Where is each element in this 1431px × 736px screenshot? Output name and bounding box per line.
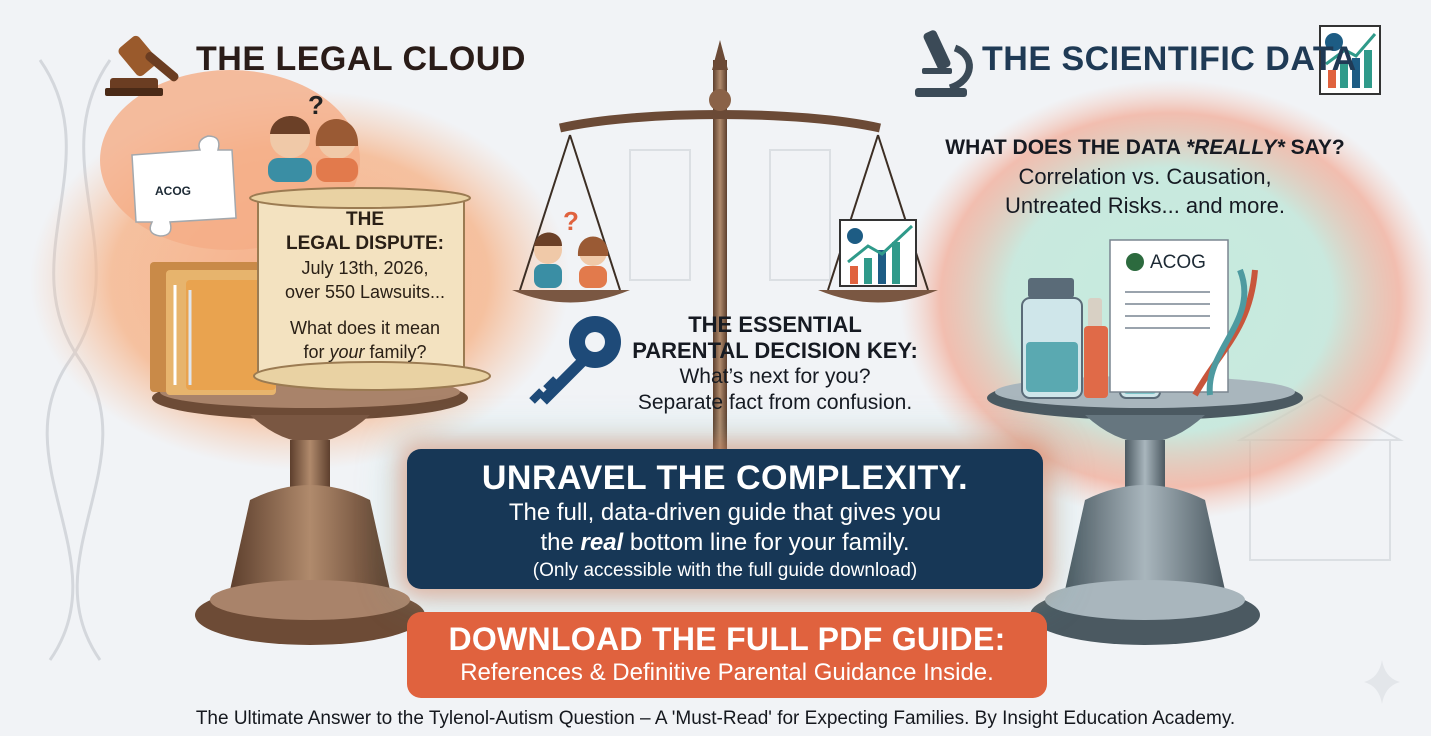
document-icon — [1109, 239, 1229, 393]
sci-question-prefix: WHAT DOES THE DATA — [945, 136, 1186, 159]
scroll-line-2: over 550 Lawsuits... — [284, 282, 446, 302]
scroll-question-2: for your family? — [270, 340, 460, 364]
scroll-heading-1: THE — [346, 209, 384, 230]
download-heading: DOWNLOAD THE FULL PDF GUIDE: — [448, 621, 1006, 657]
chart-icon — [1319, 25, 1381, 95]
key-icon — [529, 316, 621, 405]
key-line-1: What’s next for you? — [679, 365, 871, 388]
key-heading-1: THE ESSENTIAL — [688, 312, 862, 337]
folders-icon — [150, 262, 276, 395]
microscope-icon — [915, 30, 973, 97]
scroll-icon — [249, 187, 491, 391]
document-acog-label: ACOG — [1150, 252, 1206, 273]
gavel-icon — [105, 35, 179, 96]
sci-question-em: *REALLY* — [1185, 136, 1285, 159]
download-guide-button[interactable]: DOWNLOAD THE FULL PDF GUIDE: References … — [407, 612, 1047, 698]
unravel-complexity-panel[interactable]: UNRAVEL THE COMPLEXITY. The full, data-d… — [407, 449, 1043, 589]
decision-key-text: THE ESSENTIAL PARENTAL DECISION KEY: Wha… — [595, 312, 955, 416]
sci-line-1: Correlation vs. Causation, — [1018, 164, 1272, 189]
cta-line-2: the real bottom line for your family. — [407, 528, 1043, 558]
puzzle-icon — [131, 135, 237, 237]
legal-cloud-title: THE LEGAL CLOUD — [196, 40, 526, 78]
dna-icon — [1192, 268, 1258, 397]
sci-line-2: Untreated Risks... and more. — [1004, 193, 1285, 218]
cta-line-2-suffix: bottom line for your family. — [623, 529, 910, 556]
question-mark-pan: ? — [563, 206, 579, 236]
scroll-question-em: your — [329, 342, 365, 362]
download-subheading: References & Definitive Parental Guidanc… — [460, 659, 994, 686]
scientific-question-text: WHAT DOES THE DATA *REALLY* SAY? Correla… — [930, 133, 1360, 220]
family-small-icon — [534, 232, 609, 288]
sparkle-icon — [1364, 660, 1400, 704]
footer-text: The Ultimate Answer to the Tylenol-Autis… — [195, 708, 1236, 729]
cta-line-2-em: real — [580, 529, 624, 556]
scroll-question-prefix: for — [303, 342, 330, 362]
scroll-question-suffix: family? — [364, 342, 427, 362]
cta-heading: UNRAVEL THE COMPLEXITY. — [481, 459, 969, 497]
puzzle-acog-label: ACOG — [155, 184, 191, 198]
family-icon — [268, 116, 359, 182]
sci-question: WHAT DOES THE DATA *REALLY* SAY? — [930, 133, 1360, 162]
scroll-heading-2: LEGAL DISPUTE: — [286, 233, 444, 254]
scales-icon — [512, 40, 938, 480]
scroll-question-1: What does it mean — [289, 318, 441, 338]
cta-note: (Only accessible with the full guide dow… — [532, 560, 918, 581]
chart-icon — [839, 219, 917, 287]
question-mark: ? — [308, 90, 324, 120]
scientific-data-title: THE SCIENTIFIC DATA — [982, 40, 1357, 78]
key-heading-2: PARENTAL DECISION KEY: — [632, 338, 918, 363]
scroll-line-1: July 13th, 2026, — [301, 258, 429, 278]
sci-question-suffix: SAY? — [1284, 136, 1345, 159]
key-line-2: Separate fact from confusion. — [637, 391, 913, 414]
legal-dispute-text: THE LEGAL DISPUTE: July 13th, 2026, over… — [270, 208, 460, 364]
cta-line-1: The full, data-driven guide that gives y… — [508, 499, 942, 526]
cta-line-2-prefix: the — [540, 529, 581, 556]
